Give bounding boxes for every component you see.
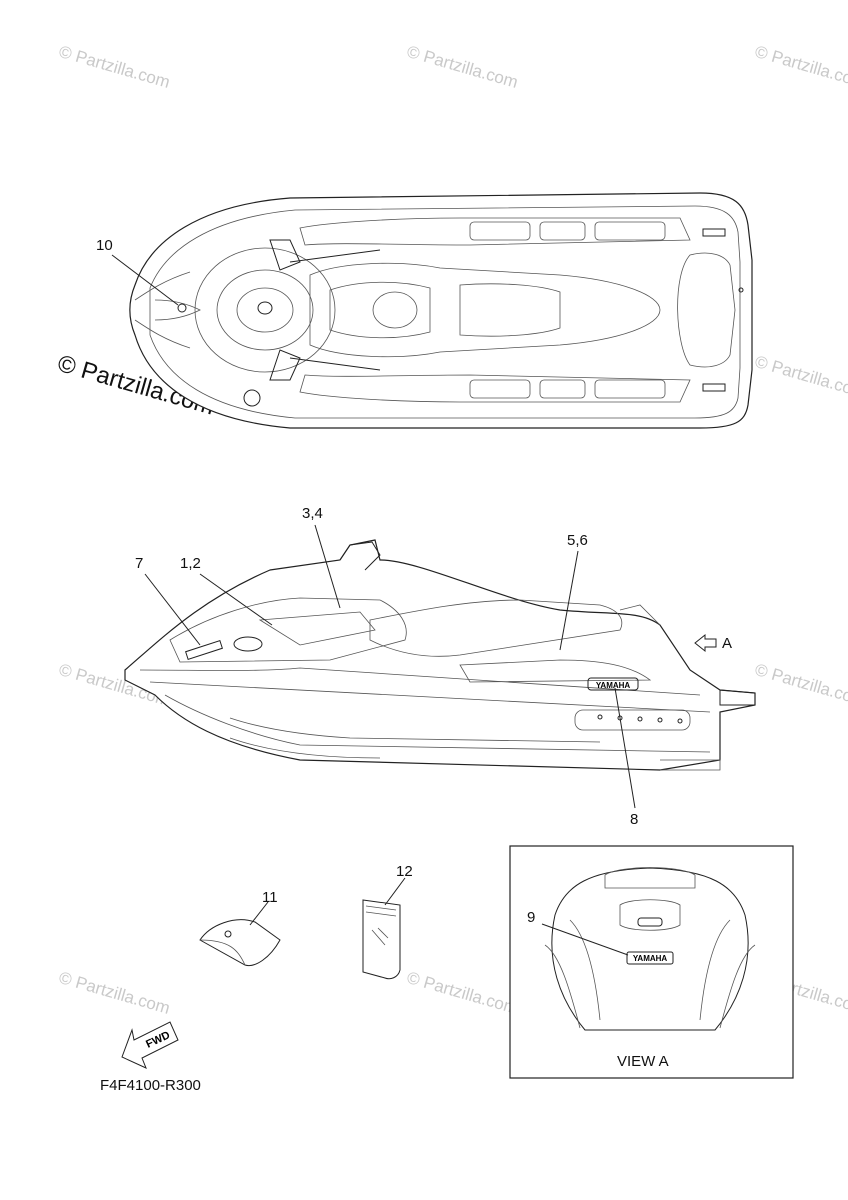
callout-10: 10	[96, 237, 113, 254]
callout-11: 11	[262, 889, 278, 906]
view-a-marker: A	[722, 635, 732, 652]
side-brand-decal: YAMAHA	[596, 681, 631, 690]
callout-7: 7	[135, 555, 143, 572]
callout-5-6: 5,6	[567, 532, 588, 549]
top-view-watercraft: 10	[96, 192, 753, 429]
part-11-decal: 11	[199, 889, 281, 967]
callout-9: 9	[527, 909, 535, 926]
callout-3-4: 3,4	[302, 505, 323, 522]
view-a-title: VIEW A	[617, 1053, 669, 1070]
callout-1-2: 1,2	[180, 555, 201, 572]
side-view-watercraft: YAMAHA 3,4 1,2 7 5,6 8 A	[124, 505, 756, 828]
callout-8: 8	[630, 811, 638, 828]
part-12-card: 12	[362, 863, 413, 980]
fwd-arrow-icon: FWD	[121, 1021, 179, 1069]
view-a-brand-decal: YAMAHA	[633, 954, 668, 963]
part-code: F4F4100-R300	[100, 1077, 201, 1094]
view-a-panel: YAMAHA 9 VIEW A	[509, 845, 794, 1079]
callout-12: 12	[396, 863, 413, 880]
